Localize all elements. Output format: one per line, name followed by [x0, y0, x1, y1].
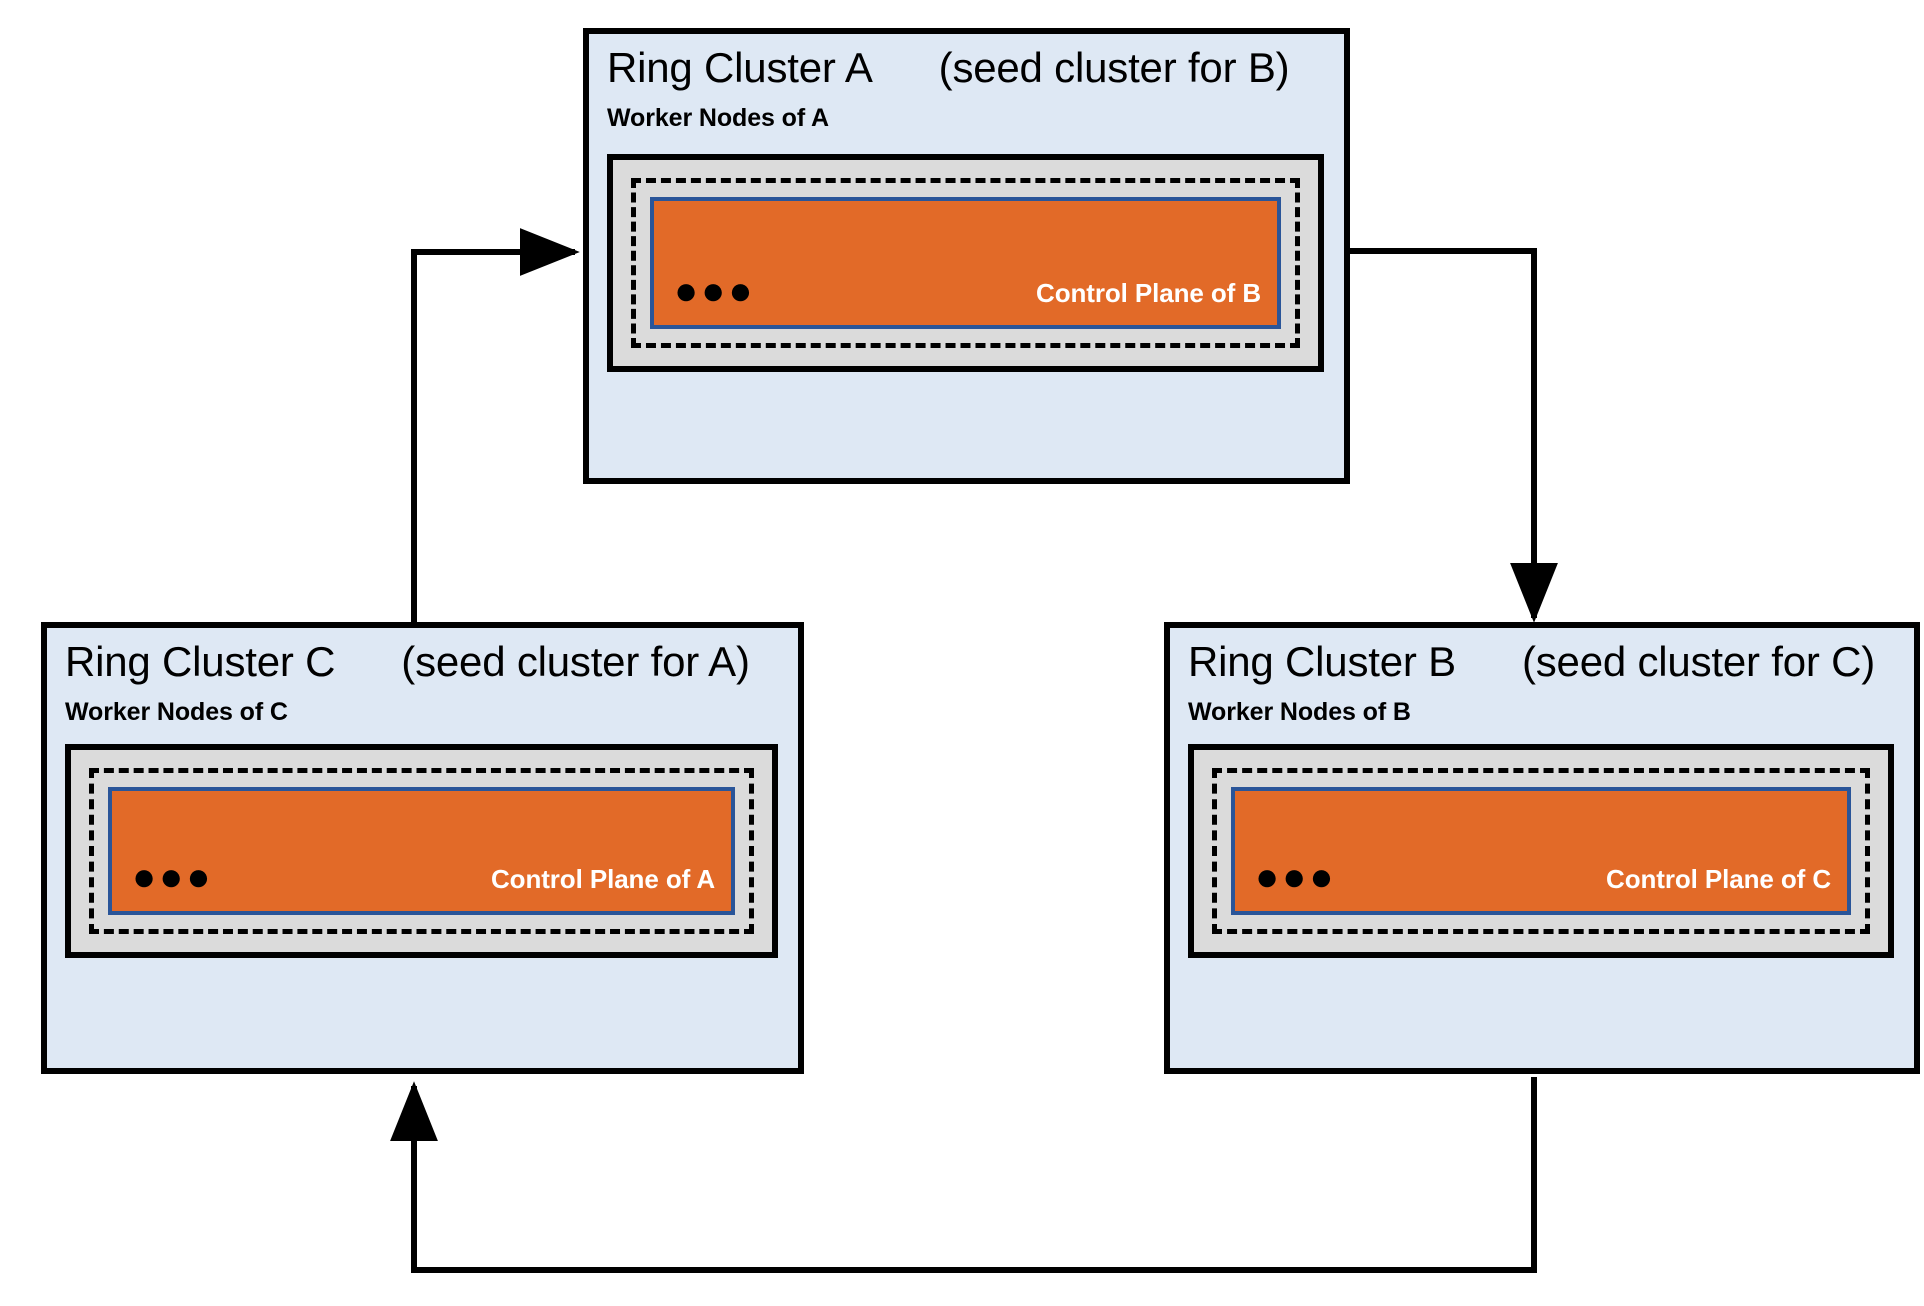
- cluster-a[interactable]: Ring Cluster A (seed cluster for B) Work…: [583, 28, 1350, 484]
- cluster-b-worker-label: Worker Nodes of B: [1188, 698, 1411, 726]
- cluster-a-worker-label: Worker Nodes of A: [607, 104, 829, 132]
- cluster-b-name: Ring Cluster B: [1188, 638, 1456, 685]
- cluster-b-seed-note: (seed cluster for C): [1521, 638, 1876, 685]
- cluster-c-ellipsis-dots: ●●●: [132, 855, 214, 899]
- cluster-b-control-plane[interactable]: ●●● Control Plane of C: [1231, 787, 1851, 915]
- cluster-a-control-plane[interactable]: ●●● Control Plane of B: [650, 197, 1281, 329]
- cluster-c-control-plane-label: Control Plane of A: [490, 864, 715, 894]
- cluster-a-worker-node-box: ●●● Control Plane of B: [607, 154, 1324, 372]
- cluster-b-worker-node-box: ●●● Control Plane of C: [1188, 744, 1894, 958]
- cluster-b-control-plane-label: Control Plane of C: [1606, 864, 1831, 894]
- arrow-b-to-c: [390, 1077, 1537, 1273]
- cluster-c-node-boundary: ●●● Control Plane of A: [89, 768, 754, 934]
- cluster-a-node-boundary: ●●● Control Plane of B: [631, 178, 1300, 348]
- cluster-a-ellipsis-dots: ●●●: [674, 269, 756, 313]
- cluster-b[interactable]: Ring Cluster B (seed cluster for C) Work…: [1164, 622, 1920, 1074]
- cluster-b-ellipsis-dots: ●●●: [1255, 855, 1337, 899]
- cluster-c-worker-node-box: ●●● Control Plane of A: [65, 744, 778, 958]
- cluster-a-title: Ring Cluster A (seed cluster for B): [589, 34, 1344, 92]
- cluster-a-name: Ring Cluster A: [607, 44, 873, 91]
- cluster-c-worker-label: Worker Nodes of C: [65, 698, 288, 726]
- cluster-b-node-boundary: ●●● Control Plane of C: [1212, 768, 1870, 934]
- arrow-a-to-b: [1350, 248, 1558, 623]
- cluster-b-title: Ring Cluster B (seed cluster for C): [1170, 628, 1914, 686]
- cluster-a-control-plane-label: Control Plane of B: [1036, 278, 1261, 308]
- cluster-c-control-plane[interactable]: ●●● Control Plane of A: [108, 787, 735, 915]
- arrow-c-to-a: [411, 228, 580, 622]
- cluster-c-name: Ring Cluster C: [65, 638, 336, 685]
- cluster-a-seed-note: (seed cluster for B): [938, 44, 1290, 91]
- cluster-c-seed-note: (seed cluster for A): [401, 638, 750, 685]
- cluster-c-title: Ring Cluster C (seed cluster for A): [47, 628, 798, 686]
- cluster-c[interactable]: Ring Cluster C (seed cluster for A) Work…: [41, 622, 804, 1074]
